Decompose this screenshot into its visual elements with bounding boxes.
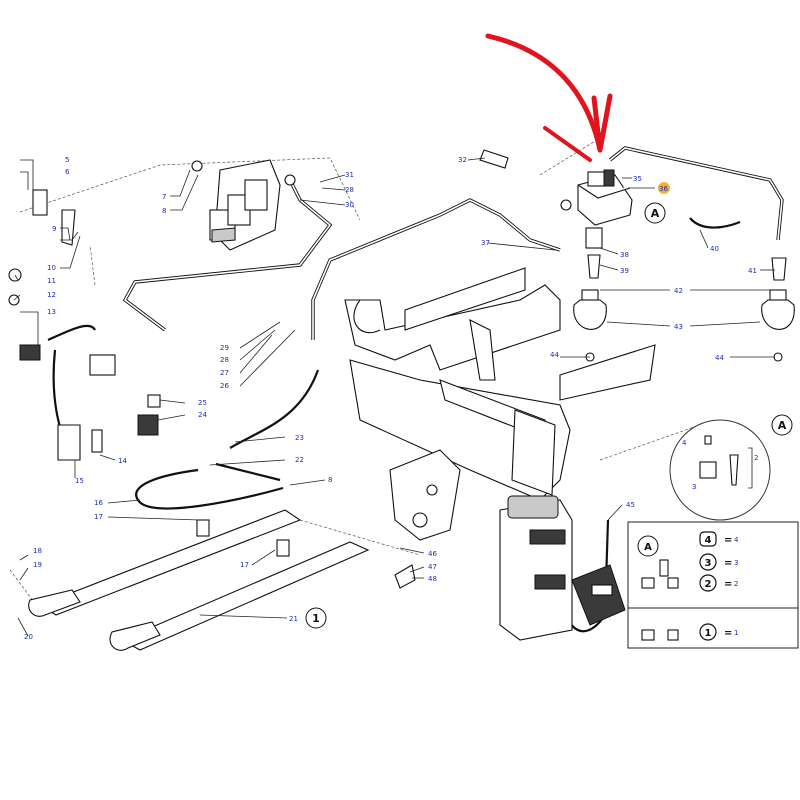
callout-19: 19 (33, 561, 42, 569)
callout-26: 26 (220, 382, 229, 390)
callout-12: 12 (47, 291, 56, 299)
callout-43: 43 (674, 323, 683, 331)
inset-row3-value: 3 (734, 559, 738, 567)
callout-6: 6 (65, 168, 70, 176)
axle-rods (28, 509, 416, 651)
electronic-control-unit (499, 495, 626, 641)
leader-lines (13, 157, 775, 637)
callout-39: 39 (620, 267, 629, 275)
callout-35: 35 (633, 175, 642, 183)
detail-circle-a (669, 419, 771, 521)
callout-8-right: 8 (328, 476, 332, 484)
callout-31: 31 (345, 171, 354, 179)
callout-10: 10 (47, 264, 56, 272)
tractor-frame (344, 267, 656, 541)
callout-48: 48 (428, 575, 437, 583)
callout-42: 42 (674, 287, 683, 295)
inset-legend: A 4 = 4 3 = 3 2 = 2 1 = 1 (627, 521, 799, 649)
callout-13: 13 (47, 308, 56, 316)
callout-17-left: 17 (94, 513, 103, 521)
callout-47: 47 (428, 563, 437, 571)
left-small-parts (8, 189, 161, 461)
callout-numbers: 5 6 7 8 9 10 11 12 13 14 15 16 17 17 18 … (24, 156, 758, 641)
circle-a-detail: A (778, 419, 787, 432)
callout-15: 15 (75, 477, 84, 485)
callout-2: 2 (754, 454, 758, 462)
callout-45: 45 (626, 501, 635, 509)
callout-4: 4 (682, 439, 687, 447)
inset-row2-number: 2 (705, 579, 712, 590)
callout-16: 16 (94, 499, 103, 507)
inset-row2-eq: = (724, 579, 732, 590)
callout-23: 23 (295, 434, 304, 442)
inset-row4-number: 4 (705, 535, 712, 546)
callout-44-left: 44 (550, 351, 559, 359)
inset-row1-number: 1 (705, 628, 712, 639)
section-markers: A A 1 (305, 202, 793, 629)
inset-row3-eq: = (724, 558, 732, 569)
callout-24: 24 (198, 411, 207, 419)
callout-27: 27 (220, 369, 229, 377)
frame-dashed-lines (9, 134, 701, 611)
inset-row3-number: 3 (705, 558, 712, 569)
callout-7: 7 (162, 193, 166, 201)
callout-32: 32 (458, 156, 467, 164)
callout-37: 37 (481, 239, 490, 247)
callout-8: 8 (162, 207, 166, 215)
callout-29: 29 (220, 344, 229, 352)
inset-row1-eq: = (724, 628, 732, 639)
solenoid-valve-assembly (479, 149, 633, 279)
callout-9: 9 (52, 225, 56, 233)
callout-11: 11 (47, 277, 56, 285)
callout-41: 41 (748, 267, 757, 275)
callout-30: 30 (345, 201, 354, 209)
callout-28-lower: 28 (220, 356, 229, 364)
callout-36-badge (658, 182, 670, 194)
inset-row4-eq: = (724, 535, 732, 546)
callout-17-right: 17 (240, 561, 249, 569)
callout-25: 25 (198, 399, 207, 407)
inset-row2-value: 2 (734, 580, 738, 588)
circle-a-main: A (651, 207, 660, 220)
callout-44-right: 44 (715, 354, 724, 362)
inset-a-label: A (644, 542, 652, 553)
callout-28-upper: 28 (345, 186, 354, 194)
callout-38: 38 (620, 251, 629, 259)
callout-21: 21 (289, 615, 298, 623)
callout-3: 3 (692, 483, 696, 491)
control-valve-block (191, 159, 296, 251)
callout-14: 14 (118, 457, 127, 465)
callout-18: 18 (33, 547, 42, 555)
callout-20: 20 (24, 633, 33, 641)
circle-1-main: 1 (312, 612, 320, 625)
callout-5: 5 (65, 156, 69, 164)
callout-36: 36 (659, 185, 668, 193)
highlight-arrow (485, 33, 613, 162)
inset-row4-value: 4 (734, 536, 739, 544)
inset-row1-value: 1 (734, 629, 738, 637)
callout-46: 46 (428, 550, 437, 558)
accumulators (573, 257, 795, 362)
callout-40: 40 (710, 245, 719, 253)
callout-22: 22 (295, 456, 304, 464)
